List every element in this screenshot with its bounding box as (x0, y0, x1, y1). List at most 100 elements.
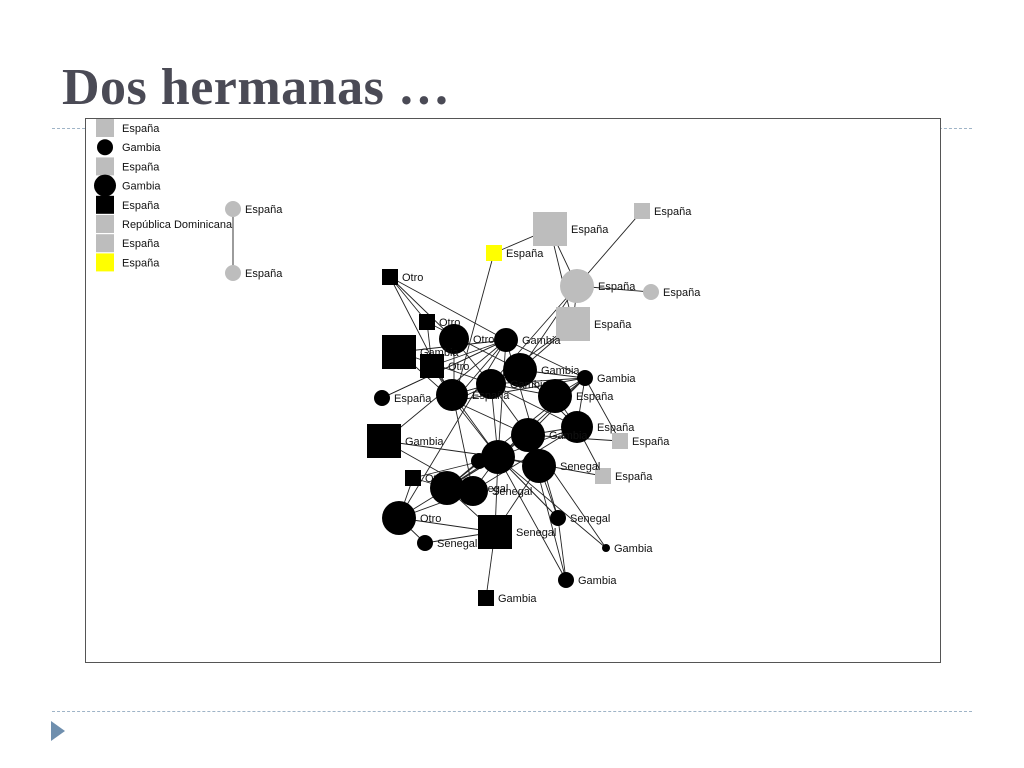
legend-swatch (97, 139, 113, 156)
network-edge (389, 276, 455, 402)
node-label: España (594, 319, 632, 331)
legend-swatch (96, 157, 114, 176)
network-edge (490, 383, 578, 428)
node-label: Gambia (498, 593, 537, 605)
legend-label: Gambia (122, 142, 161, 154)
node-label: Gambia (510, 379, 549, 391)
slide-bullet-icon (51, 721, 65, 741)
network-edge (497, 456, 567, 581)
node-label: España (394, 393, 432, 405)
legend-label: República Dominicana (122, 219, 233, 231)
node-label: Gambia (549, 430, 588, 442)
network-node (577, 370, 593, 386)
network-node (374, 390, 390, 406)
network-node (643, 284, 659, 300)
network-node (494, 328, 518, 352)
network-node (419, 314, 435, 330)
node-label: Gambia (597, 373, 636, 385)
node-label: Gambia (578, 575, 617, 587)
legend-label: España (122, 257, 160, 269)
node-label: España (654, 206, 692, 218)
node-label: Gambia (614, 543, 653, 555)
node-label: Otro (420, 513, 441, 525)
node-label: Otro (448, 361, 469, 373)
legend-label: Gambia (122, 181, 161, 193)
network-node (405, 470, 421, 486)
node-label: España (571, 224, 609, 236)
node-label: España (245, 268, 283, 280)
network-node (561, 411, 593, 443)
node-label: Senegal (437, 538, 477, 550)
network-node (471, 453, 487, 469)
network-edge (505, 339, 586, 379)
legend: EspañaGambiaEspañaGambiaEspañaRepública … (94, 119, 233, 272)
node-label: Gambia (405, 436, 444, 448)
network-node (503, 353, 537, 387)
bottom-divider (52, 711, 972, 712)
slide-title: Dos hermanas … (62, 59, 451, 116)
legend-swatch (96, 234, 114, 253)
network-node (634, 203, 650, 219)
network-node (478, 515, 512, 549)
legend-swatch (96, 119, 114, 137)
network-node (382, 501, 416, 535)
node-label: España (472, 390, 510, 402)
network-node (558, 572, 574, 588)
network-node (439, 324, 469, 354)
network-edge (431, 365, 499, 458)
legend-label: España (122, 123, 160, 135)
network-node (486, 245, 502, 261)
node-label: España (615, 471, 653, 483)
legend-swatch (96, 253, 114, 272)
network-edge (389, 276, 507, 341)
node-label: Senegal (516, 527, 556, 539)
legend-swatch (94, 174, 116, 197)
network-node (511, 418, 545, 452)
network-node (522, 449, 556, 483)
network-node (550, 510, 566, 526)
network-node (225, 201, 241, 217)
node-label: España (576, 391, 614, 403)
network-node (458, 476, 488, 506)
node-label: Gambia (541, 365, 580, 377)
network-node (602, 544, 610, 552)
network-node (612, 433, 628, 449)
network-node (446, 393, 462, 409)
network-node (417, 535, 433, 551)
node-label: Senegal (570, 513, 610, 525)
network-node (556, 307, 590, 341)
network-edge (431, 339, 507, 367)
network-edge (584, 377, 621, 442)
network-node (476, 369, 506, 399)
network-edge (453, 252, 495, 402)
node-label: Senegal (560, 461, 600, 473)
legend-label: España (122, 200, 160, 212)
node-label: Otro (473, 334, 494, 346)
node-label: España (506, 248, 544, 260)
network-node (225, 265, 241, 281)
node-label: Senegal (492, 486, 532, 498)
legend-label: España (122, 238, 160, 250)
node-label: España (632, 436, 670, 448)
node-label: Otro (402, 272, 423, 284)
network-edge (490, 377, 586, 385)
legend-label: España (122, 161, 160, 173)
network-node (595, 468, 611, 484)
network-node (420, 354, 444, 378)
network-node (430, 471, 464, 505)
network-node (533, 212, 567, 246)
network-edge (557, 517, 567, 581)
network-node (481, 440, 515, 474)
network-edge (453, 400, 474, 492)
network-node (560, 269, 594, 303)
node-label: España (598, 281, 636, 293)
node-label: España (245, 204, 283, 216)
legend-swatch (96, 215, 114, 233)
network-node (382, 269, 398, 285)
legend-swatch (96, 195, 114, 214)
network-node (538, 379, 572, 413)
node-label: España (663, 287, 701, 299)
network-node (382, 335, 416, 369)
